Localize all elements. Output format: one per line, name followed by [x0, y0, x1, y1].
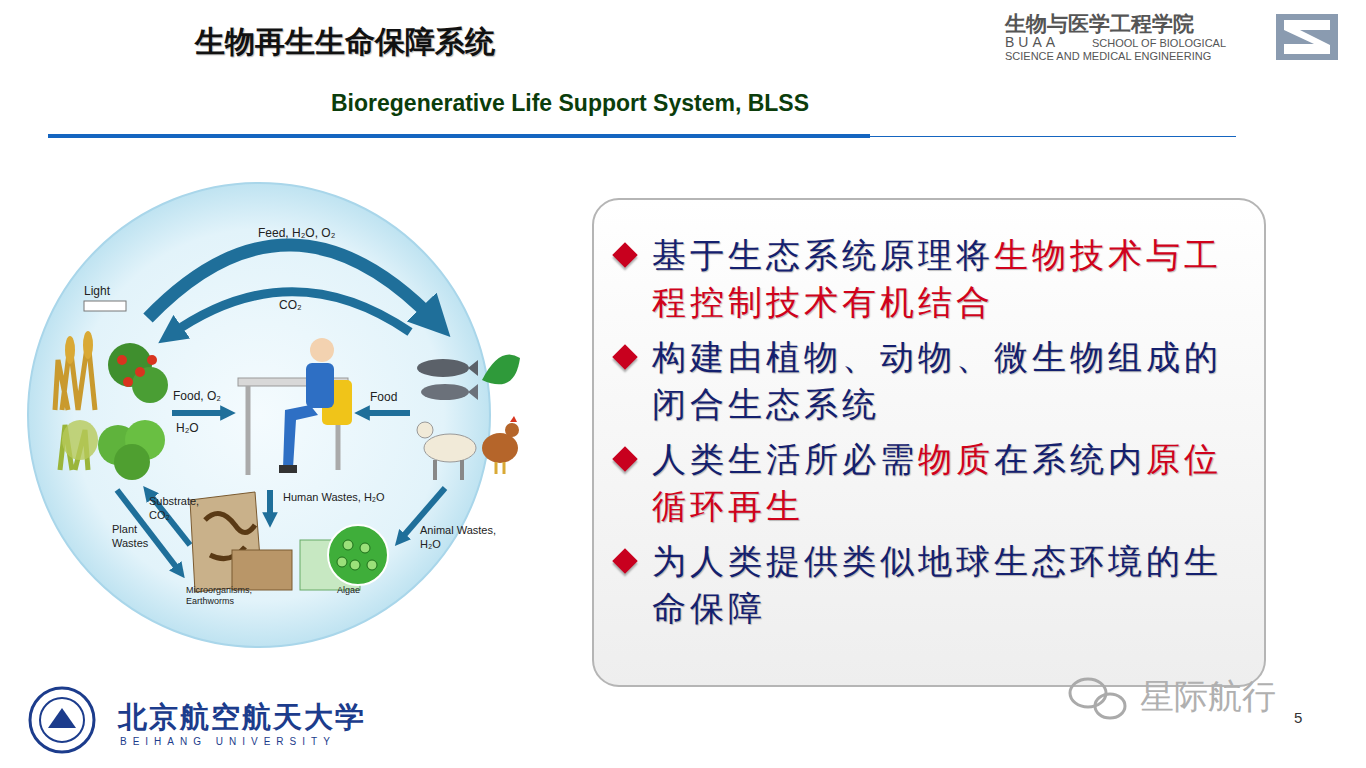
- school-logo: [1276, 14, 1338, 60]
- university-seal: [30, 688, 94, 752]
- rule-line: [870, 136, 1236, 137]
- bullet-panel: 基于生态系统原理将生物技术与工程控制技术有机结合构建由植物、动物、微生物组成的闭…: [598, 232, 1258, 640]
- watermark: 星际航行: [1140, 674, 1276, 720]
- panel-caption: Algae: [337, 585, 377, 596]
- bullet-item: 构建由植物、动物、微生物组成的闭合生态系统: [602, 334, 1258, 428]
- caption-text: Algae: [337, 585, 377, 596]
- bullet-diamond: [612, 446, 637, 471]
- rule-line: [48, 134, 870, 138]
- wechat-icon: [1070, 679, 1125, 718]
- microbe-panel: [190, 492, 292, 592]
- flow-arrow: [117, 413, 445, 572]
- university-english: BEIHANG UNIVERSITY: [120, 736, 336, 747]
- school-english: SCHOOL OF BIOLOGICAL: [1092, 37, 1226, 49]
- bullet-text: 在系统内: [994, 439, 1146, 479]
- flow-label: Food: [370, 390, 397, 404]
- school-abbr: BUAA: [1005, 34, 1059, 50]
- cycle-arrow: [148, 245, 436, 322]
- algae-panel: [300, 525, 388, 590]
- page-number: 5: [1294, 709, 1302, 726]
- panel-caption: Microorganisms, Earthworms: [186, 585, 286, 607]
- slide-title: 生物再生生命保障系统: [195, 22, 495, 63]
- bullet-text: 构建由植物、动物、微生物组成的闭合生态系统: [652, 337, 1222, 424]
- caption-text: Microorganisms, Earthworms: [186, 585, 286, 607]
- bullet-diamond: [612, 344, 637, 369]
- content-panel: [593, 199, 1265, 686]
- flow-label: Food, O₂: [173, 389, 221, 403]
- bullet-diamond: [612, 242, 637, 267]
- bullet-item: 基于生态系统原理将生物技术与工程控制技术有机结合: [602, 232, 1258, 326]
- bullet-diamond: [612, 548, 637, 573]
- bullet-item: 人类生活所必需物质在系统内原位循环再生: [602, 436, 1258, 530]
- astronaut: [238, 338, 352, 475]
- flow-label: H₂O: [176, 421, 199, 435]
- flow-label: CO₂: [279, 298, 302, 312]
- highlight-text: 物质: [918, 439, 994, 479]
- flow-label: Light: [84, 284, 110, 298]
- flow-label: Substrate, CO₂: [149, 494, 205, 522]
- school-name: 生物与医学工程学院: [1005, 10, 1194, 38]
- flow-label: Plant Wastes: [112, 522, 156, 550]
- animals: [417, 354, 520, 480]
- school-english: SCIENCE AND MEDICAL ENGINEERING: [1005, 50, 1211, 62]
- lamp: [84, 301, 126, 311]
- cycle-arrow: [170, 292, 410, 335]
- bullet-item: 为人类提供类似地球生态环境的生命保障: [602, 538, 1258, 632]
- bullet-text: 人类生活所必需: [652, 439, 918, 479]
- subtitle: Bioregenerative Life Support System, BLS…: [331, 90, 809, 117]
- flow-label: Human Wastes, H₂O: [283, 491, 385, 503]
- bullet-text: 基于生态系统原理将: [652, 235, 994, 275]
- bullet-text: 为人类提供类似地球生态环境的生命保障: [652, 541, 1222, 628]
- university-name: 北京航空航天大学: [118, 698, 366, 738]
- flow-label: Animal Wastes, H₂O: [420, 523, 500, 551]
- plants: [55, 331, 168, 480]
- ecosystem-circle: [28, 183, 490, 647]
- flow-label: Feed, H₂O, O₂: [258, 226, 335, 240]
